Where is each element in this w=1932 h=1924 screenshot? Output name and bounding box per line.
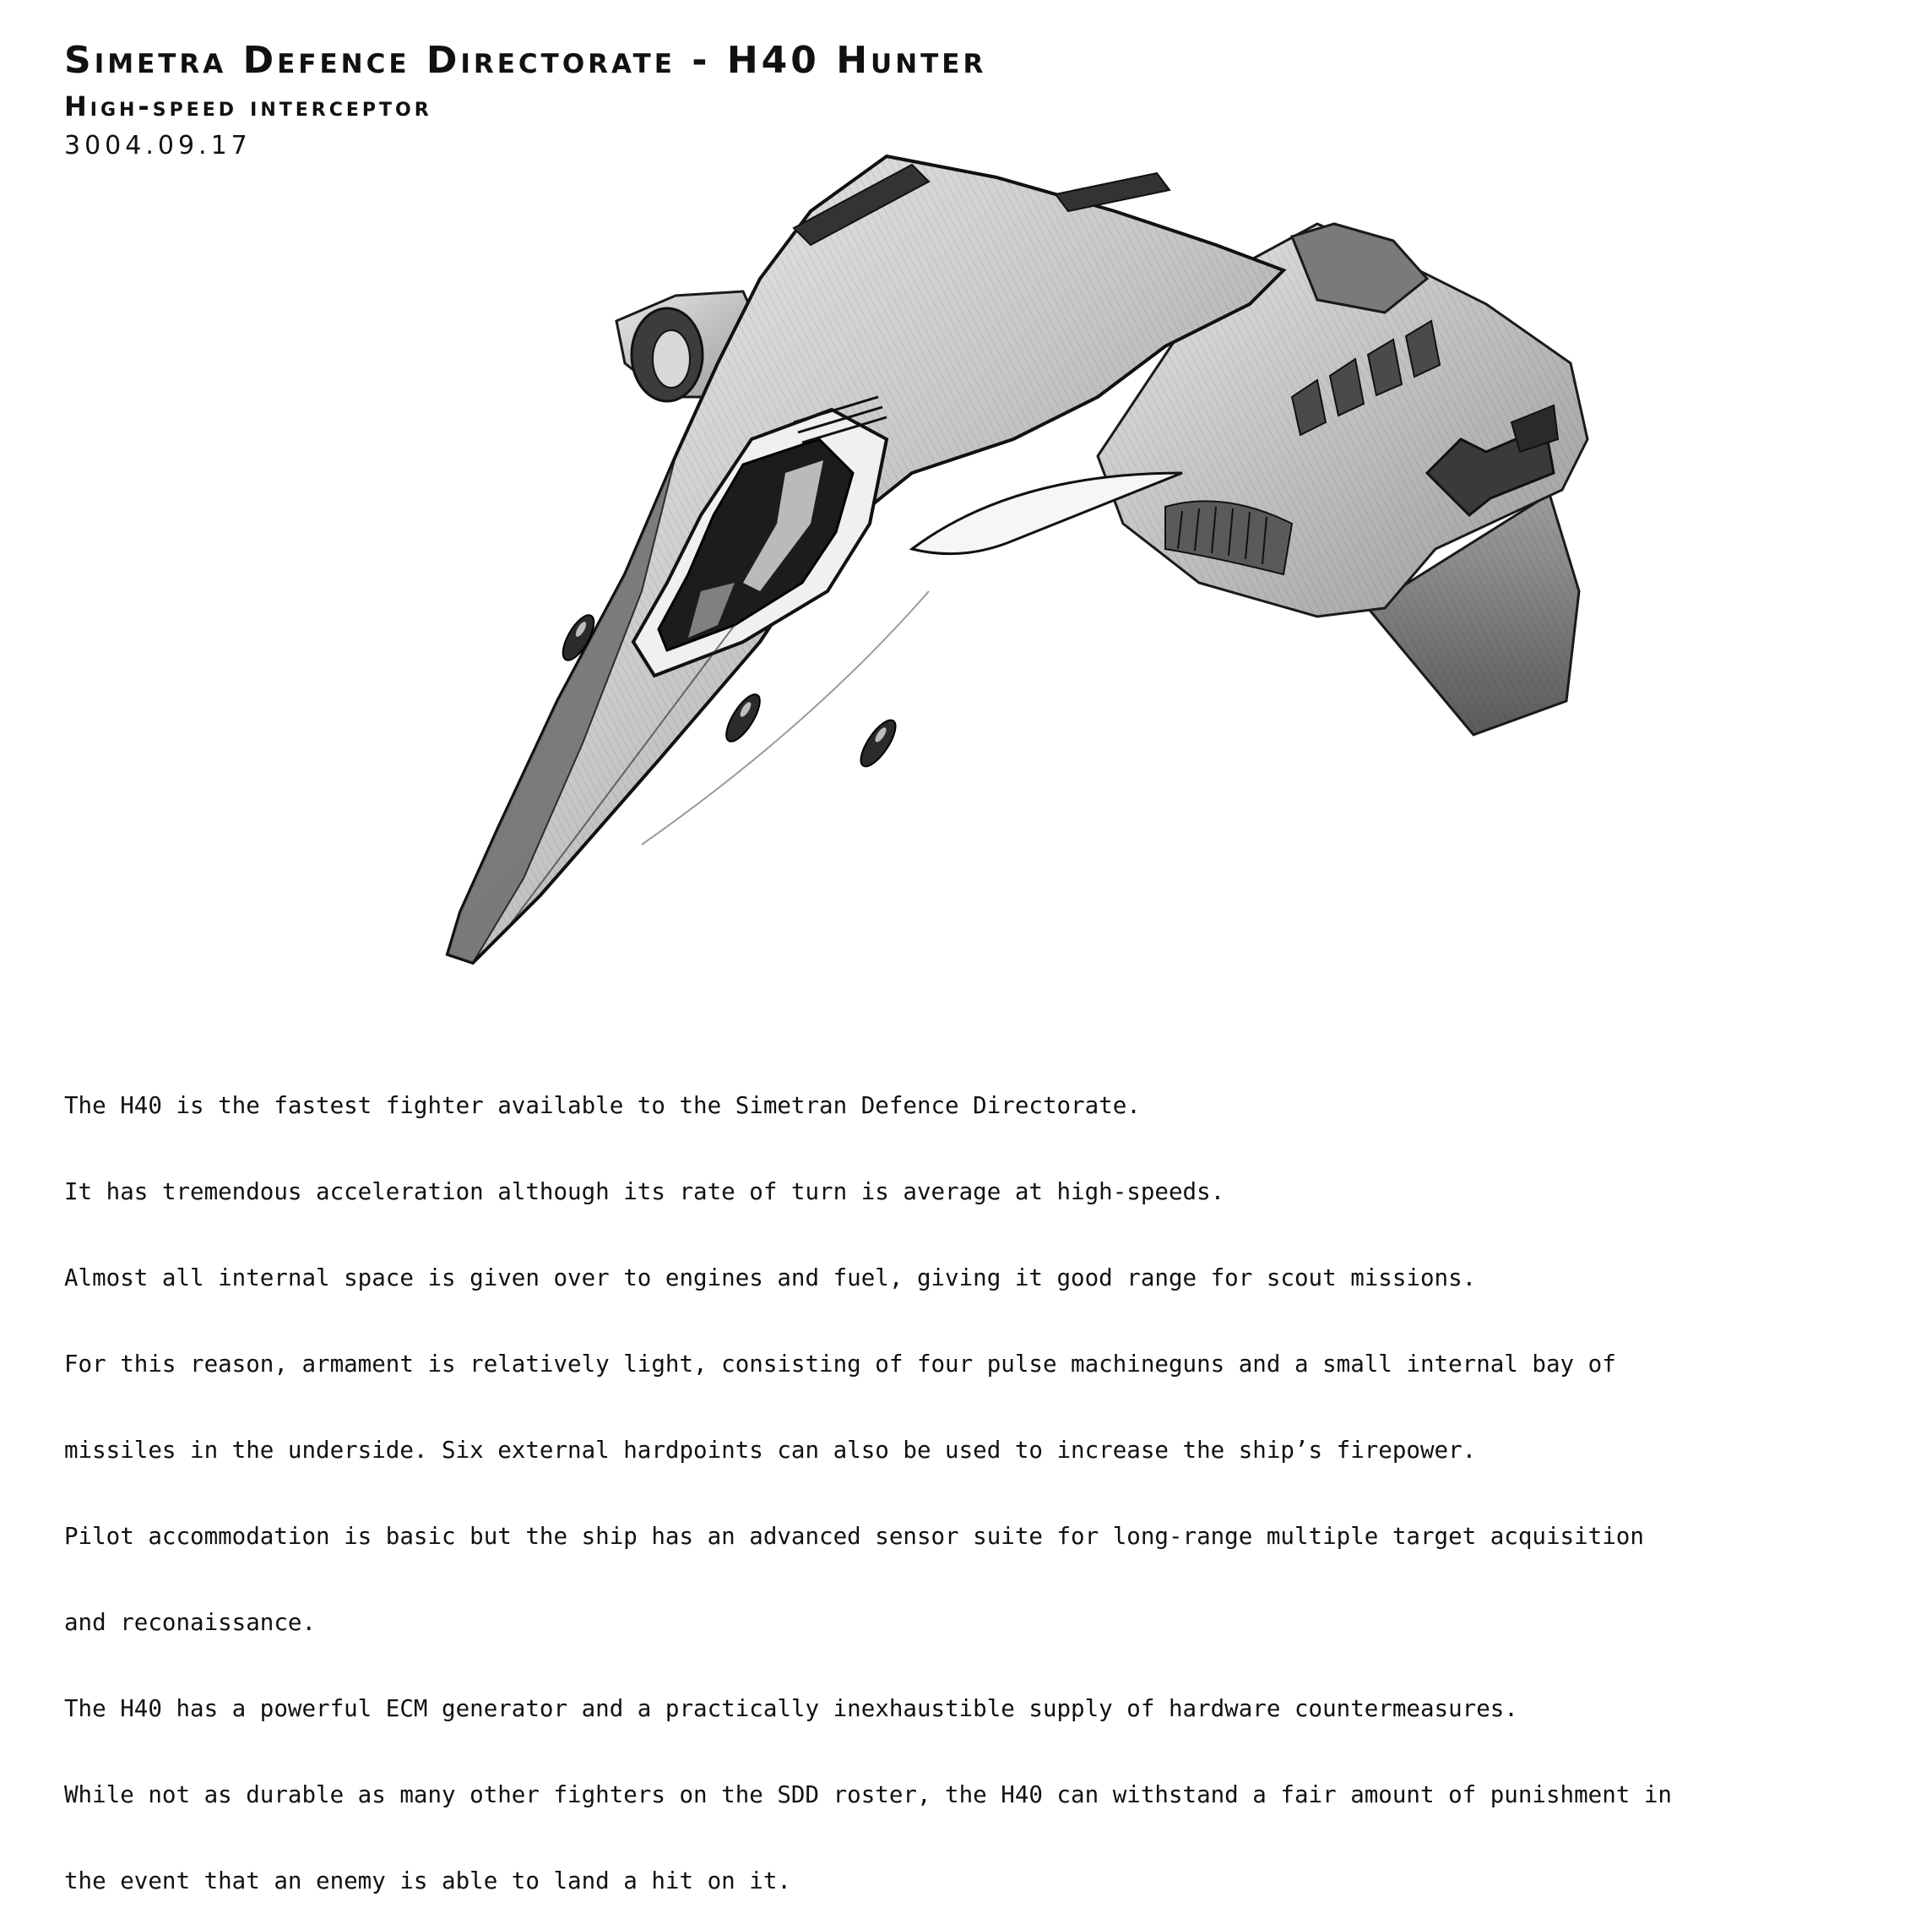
description-line: the event that an enemy is able to land … xyxy=(64,1867,791,1894)
description-line: It has tremendous acceleration although … xyxy=(64,1178,1225,1205)
description-line: The H40 is the fastest fighter available… xyxy=(64,1092,1141,1119)
page-subtitle: High-speed interceptor xyxy=(64,90,432,122)
description-line: For this reason, armament is relatively … xyxy=(64,1351,1616,1378)
description-line: Pilot accommodation is basic but the shi… xyxy=(64,1523,1644,1550)
date-stamp: 3004.09.17 xyxy=(64,131,252,160)
page-title: Simetra Defence Directorate - H40 Hunter xyxy=(64,39,987,82)
description-line: and reconaissance. xyxy=(64,1609,317,1636)
description-line: While not as durable as many other fight… xyxy=(64,1781,1672,1808)
description-line: missiles in the underside. Six external … xyxy=(64,1437,1477,1464)
description-text: The H40 is the fastest fighter available… xyxy=(64,1034,1672,1924)
description-line: The H40 has a powerful ECM generator and… xyxy=(64,1695,1518,1722)
description-line: Almost all internal space is given over … xyxy=(64,1264,1477,1291)
header: Simetra Defence Directorate - H40 Hunter… xyxy=(64,37,986,166)
spaceship-sketch-icon xyxy=(445,154,1589,965)
